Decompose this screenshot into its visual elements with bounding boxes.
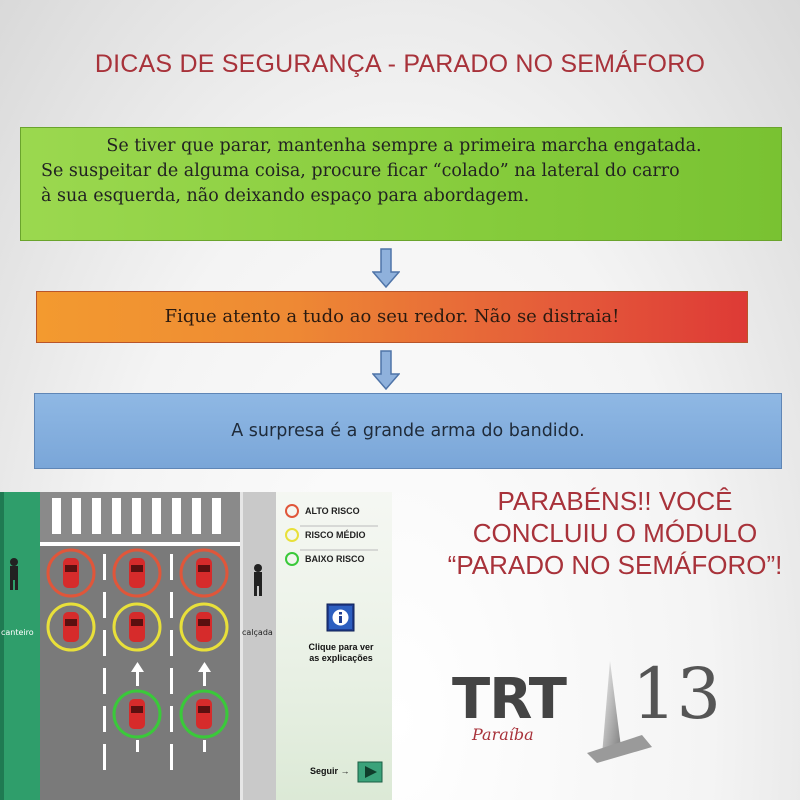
tip-box-green: Se tiver que parar, mantenha sempre a pr… — [20, 127, 782, 241]
info-text: Clique para ver as explicações — [296, 642, 386, 664]
down-arrow-icon — [372, 248, 400, 288]
tip-line-2: Se suspeitar de alguma coisa, procure fi… — [41, 161, 680, 181]
info-button[interactable] — [327, 604, 354, 631]
logo-text: TRT — [452, 667, 567, 732]
down-arrow-icon — [372, 350, 400, 390]
tip-line-1: Se tiver que parar, mantenha sempre a pr… — [106, 136, 702, 156]
tip-line-3: à sua esquerda, não deixando espaço para… — [41, 186, 530, 206]
congrats-line-2: CONCLUIU O MÓDULO — [472, 518, 758, 548]
legend-baixo-risco: BAIXO RISCO — [305, 554, 365, 564]
logo-number: 13 — [632, 653, 722, 735]
tip-box-orange: Fique atento a tudo ao seu redor. Não se… — [36, 291, 748, 343]
canteiro-label: canteiro — [1, 628, 34, 637]
congrats-line-1: PARABÉNS!! VOCÊ — [497, 486, 733, 516]
info-text-line-2: as explicações — [309, 653, 373, 663]
info-text-line-1: Clique para ver — [308, 642, 374, 652]
calcada-label: calçada — [242, 628, 273, 637]
trt13-logo: TRT 13 Paraíba — [452, 653, 721, 765]
traffic-diagram: canteiro calçada ALTO RISCO RISCO MÉDIO … — [0, 492, 392, 800]
congrats-line-3: “PARADO NO SEMÁFORO”! — [447, 550, 783, 580]
logo-subtitle: Paraíba — [472, 725, 534, 744]
page-title: DICAS DE SEGURANÇA - PARADO NO SEMÁFORO — [94, 50, 706, 78]
legend-alto-risco: ALTO RISCO — [305, 506, 360, 516]
next-label[interactable]: Seguir → — [310, 766, 350, 776]
next-button[interactable] — [358, 762, 382, 782]
legend-risco-medio: RISCO MÉDIO — [305, 530, 366, 540]
tip-box-blue: A surpresa é a grande arma do bandido. — [34, 393, 782, 469]
congrats-message: PARABÉNS!! VOCÊ CONCLUIU O MÓDULO “PARAD… — [445, 485, 785, 581]
